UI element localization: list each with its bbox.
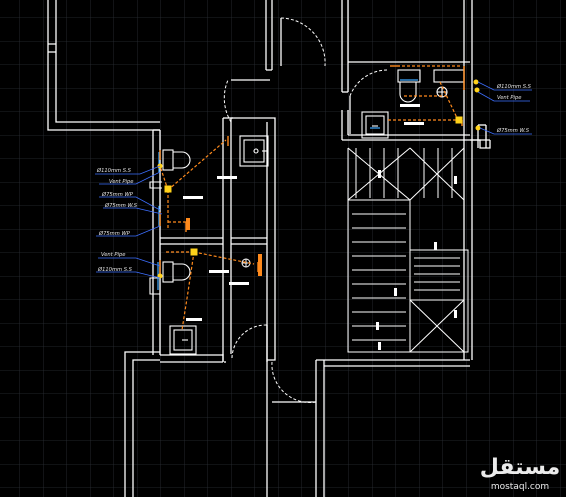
fixture-accent-right xyxy=(370,79,418,129)
label-ws75-right: Ø75mm W.S xyxy=(496,127,530,134)
watermark-arabic: مستقل xyxy=(480,455,560,480)
label-leaders xyxy=(95,81,532,279)
label-ss110-right: Ø110mm S.S xyxy=(496,83,532,90)
label-ws75-left-top: Ø75mm W.S xyxy=(104,202,138,209)
watermark-latin: mostaql.com xyxy=(491,482,549,492)
stair-markers xyxy=(376,170,457,350)
dimension-tags xyxy=(183,104,424,321)
label-vent-pipe-left-bottom: Vent Pipe xyxy=(101,252,125,258)
pipes-solid xyxy=(159,65,465,276)
pipes xyxy=(159,65,460,331)
washbasin-right xyxy=(361,111,389,139)
label-ss110-left-top: Ø110mm S.S xyxy=(96,167,132,174)
toilet-left-bottom xyxy=(149,261,191,295)
toilet-left-top xyxy=(149,149,191,189)
door-leaves xyxy=(231,18,351,403)
pipe-risers xyxy=(186,218,262,276)
washbasin-left-top xyxy=(239,135,269,167)
staircase xyxy=(347,147,469,353)
watermark: مستقل mostaql.com xyxy=(480,455,560,492)
label-wp75-left-top-a: Ø75mm WP xyxy=(101,191,134,198)
washbasin-left-bottom xyxy=(169,325,197,355)
label-wp75-left-top-b: Ø75mm WP xyxy=(98,230,131,237)
label-vent-pipe-left-top: Vent Pipe xyxy=(109,179,133,185)
label-vent-pipe-right: Vent Pipe xyxy=(497,95,521,101)
label-ss110-left-bottom: Ø110mm S.S xyxy=(97,266,133,273)
